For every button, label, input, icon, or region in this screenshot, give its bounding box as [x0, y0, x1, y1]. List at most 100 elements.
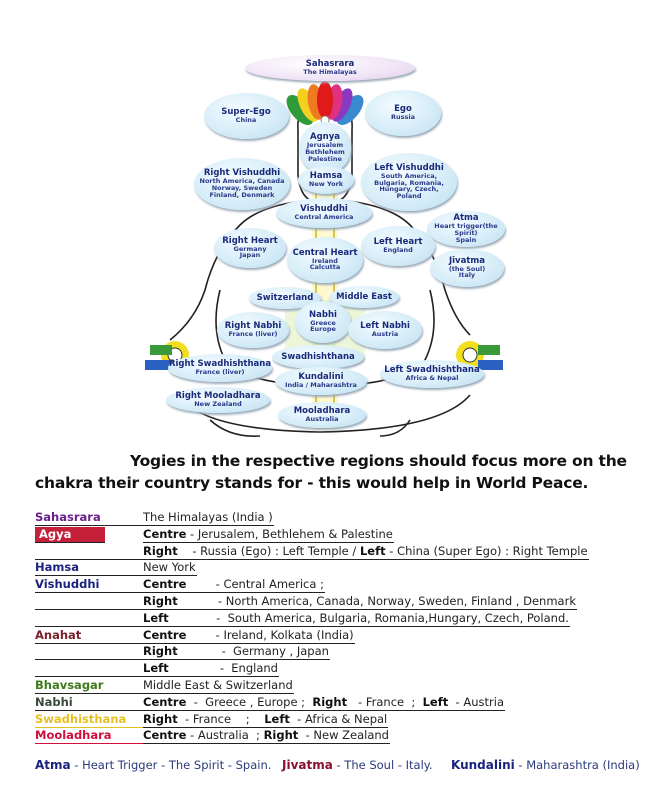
- region-text: - New Zealand: [298, 728, 389, 743]
- chakra-node-jivatma: Jivatma(the Soul)Italy: [430, 249, 504, 287]
- node-subtitle: Central America: [294, 213, 354, 222]
- node-subtitle: Finland, Denmark: [209, 190, 275, 199]
- node-subtitle: England: [383, 246, 413, 255]
- side-label: Centre: [143, 694, 187, 709]
- region-cell: Centre - Jerusalem, Bethlehem & Palestin…: [143, 527, 394, 543]
- side-label: Centre: [143, 627, 187, 642]
- chakra-name: Anahat: [35, 628, 143, 644]
- node-subtitle: Austria: [371, 330, 399, 339]
- jivatma-label: Jivatma: [282, 758, 333, 772]
- node-subtitle: New York: [308, 180, 344, 189]
- side-label: Left: [143, 661, 169, 676]
- node-title: Right Swadhishthana: [168, 359, 272, 370]
- node-subtitle: India / Maharashtra: [285, 381, 357, 390]
- node-subtitle: New Zealand: [194, 400, 242, 409]
- chakra-name: [35, 661, 143, 678]
- node-title: Jivatma: [448, 255, 485, 266]
- node-title: Right Heart: [222, 235, 278, 246]
- node-title: Vishuddhi: [300, 204, 348, 215]
- node-title: Central Heart: [292, 247, 358, 258]
- node-subtitle: Palestine: [308, 154, 342, 163]
- node-subtitle: Bethlehem: [305, 148, 345, 157]
- side-label: Left: [264, 711, 290, 726]
- node-subtitle: Hungary, Czech,: [379, 185, 439, 194]
- region-cell: Centre - Central America ;: [143, 577, 325, 594]
- atma-text: - Heart Trigger - The Spirit - Spain.: [70, 758, 272, 772]
- region-text: - Greece , Europe ;: [186, 694, 313, 709]
- region-text: Middle East & Switzerland: [143, 678, 293, 692]
- side-label: Centre: [143, 728, 187, 743]
- region-text: - France ;: [177, 711, 265, 726]
- side-label: Right: [143, 711, 178, 726]
- chakra-name: Agya: [35, 526, 105, 543]
- node-subtitle: North America, Canada: [199, 177, 285, 186]
- node-title: Right Nabhi: [224, 321, 282, 332]
- region-text: - Austria: [448, 694, 504, 709]
- region-text: - North America, Canada, Norway, Sweden,…: [177, 594, 576, 608]
- node-subtitle: Europe: [310, 325, 336, 334]
- chakra-name: Sahasrara: [35, 510, 143, 526]
- side-label: Left: [422, 694, 449, 709]
- node-title: Ego: [394, 104, 412, 115]
- side-label: Right: [143, 644, 178, 659]
- node-title: Left Swadhishthana: [384, 365, 480, 376]
- region-text: New York: [143, 560, 196, 575]
- node-subtitle: Bulgaria, Romania,: [374, 178, 444, 187]
- region-cell: Middle East & Switzerland: [143, 678, 294, 694]
- region-text: - England: [168, 661, 278, 676]
- node-title: Sahasrara: [305, 59, 355, 70]
- node-title: Agnya: [310, 132, 340, 143]
- node-subtitle: Calcutta: [309, 263, 341, 272]
- node-subtitle: Africa & Nepal: [405, 374, 459, 383]
- chakra-name: Hamsa: [35, 560, 143, 577]
- node-title: Super-Ego: [221, 107, 271, 118]
- chakra-name: [35, 644, 143, 661]
- region-cell: Centre - Ireland, Kolkata (India): [143, 628, 355, 644]
- region-cell: Centre - Australia ; Right - New Zealand: [143, 728, 390, 745]
- region-text: - Jerusalem, Bethlehem & Palestine: [186, 526, 393, 541]
- chakra-name: [35, 544, 143, 560]
- node-title: Left Nabhi: [360, 321, 410, 332]
- region-text: - South America, Bulgaria, Romania,Hunga…: [168, 610, 569, 625]
- side-label: Centre: [143, 577, 187, 592]
- node-title: Switzerland: [256, 292, 314, 303]
- node-title: Right Vishuddhi: [203, 168, 281, 179]
- region-cell: Right - Russia (Ego) : Left Temple / Lef…: [143, 544, 589, 560]
- atma-label: Atma: [35, 758, 71, 772]
- region-cell: The Himalayas (India ): [143, 510, 274, 526]
- node-subtitle: Norway, Sweden: [211, 184, 273, 193]
- side-label: Left: [143, 610, 169, 625]
- heading-line-2: chakra their country stands for - this w…: [35, 474, 589, 492]
- region-text: - Africa & Nepal: [289, 711, 388, 726]
- region-cell: Right - North America, Canada, Norway, S…: [143, 594, 577, 610]
- node-title: Left Heart: [373, 237, 423, 248]
- node-subtitle: Italy: [458, 271, 476, 280]
- region-cell: New York: [143, 560, 197, 577]
- jivatma-text: - The Soul - Italy.: [332, 758, 433, 772]
- node-title: Kundalini: [298, 372, 344, 383]
- side-label: Right: [143, 594, 178, 608]
- node-subtitle: China: [235, 116, 257, 125]
- region-text: - France ;: [347, 694, 423, 709]
- heading-line-1: Yogies in the respective regions should …: [130, 452, 627, 470]
- chakra-name: [35, 611, 143, 627]
- region-text: - Australia ;: [186, 728, 264, 743]
- chakra-name: Mooladhara: [35, 728, 143, 745]
- node-title: Middle East: [336, 291, 392, 302]
- node-subtitle: The Himalayas: [303, 68, 357, 77]
